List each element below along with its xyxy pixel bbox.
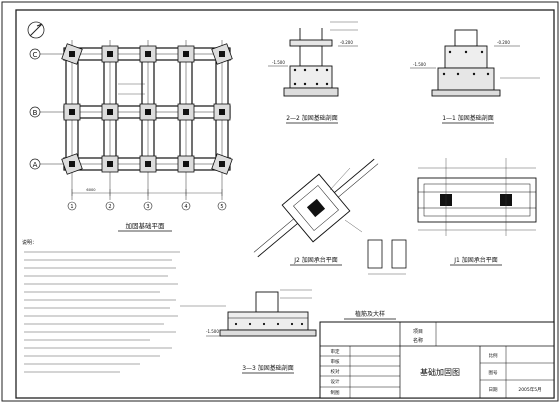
row-label-drawn: 制图 xyxy=(331,389,340,396)
axis-row-b-label: B xyxy=(33,109,38,117)
section-2-2-elev: -1.500 xyxy=(272,60,285,65)
section-3-3: -1.500 3—3 加固基础剖面 xyxy=(180,289,317,374)
j1-plan-title: J1 加固承台平面 xyxy=(453,256,498,264)
section-1-1-elev-top: -0.200 xyxy=(497,40,510,45)
axis-col-4-label: 4 xyxy=(184,204,187,210)
row-label-designed: 设计 xyxy=(331,378,340,385)
axis-row-b: B xyxy=(29,106,41,118)
plan-column-bubbles xyxy=(67,201,227,211)
project-label: 项目 xyxy=(413,329,423,335)
row-label-checked: 校对 xyxy=(331,368,340,375)
axis-col-5-label: 5 xyxy=(220,204,223,210)
general-notes: 说明： xyxy=(22,239,180,373)
drawing-name-label: 名称 xyxy=(413,337,423,344)
section-2-2-elev-top: -0.200 xyxy=(340,40,353,45)
date-value: 2005年5月 xyxy=(518,386,541,393)
north-arrow-icon xyxy=(27,21,45,39)
axis-col-2-label: 2 xyxy=(108,204,111,210)
plan-col-spacing: 6000 xyxy=(86,188,96,192)
right-label-drawing-no: 图号 xyxy=(489,370,498,376)
anchor-detail: 植筋及大样 xyxy=(344,239,407,320)
section-3-3-elev: -1.500 xyxy=(206,329,219,334)
right-label-date: 日期 xyxy=(489,387,498,393)
axis-col-3-label: 3 xyxy=(146,204,149,210)
title-block: 项目 名称 审定 审核 校对 设计 制图 基础加固图 比例 图号 日期 2005… xyxy=(319,321,555,399)
axis-row-a-label: A xyxy=(33,161,38,169)
plan-dimension-line xyxy=(71,189,223,196)
foundation-plan-title: 加固基础平面 xyxy=(126,221,166,230)
notes-heading: 说明： xyxy=(22,239,37,246)
j2-plan: J2 加固承台平面 xyxy=(253,158,379,266)
section-1-1-title: 1—1 加固基础剖面 xyxy=(442,114,494,122)
section-2-2-title: 2—2 加固基础剖面 xyxy=(286,114,338,122)
axis-col-1-label: 1 xyxy=(70,204,73,210)
row-label-approved: 审定 xyxy=(331,348,340,355)
axis-row-c-label: C xyxy=(33,51,38,59)
anchor-detail-title: 植筋及大样 xyxy=(355,310,385,318)
sheet-inner-border xyxy=(15,9,555,399)
row-label-reviewed: 审核 xyxy=(331,358,340,365)
section-1-1: -1.500 -0.200 1—1 加固基础剖面 xyxy=(410,29,540,124)
j2-plan-title: J2 加固承台平面 xyxy=(293,256,338,264)
section-1-1-elev: -1.500 xyxy=(413,62,426,67)
j1-plan: J1 加固承台平面 xyxy=(417,158,537,266)
drawing-title: 基础加固图 xyxy=(420,367,460,377)
plan-columns xyxy=(69,51,225,167)
axis-row-c: C xyxy=(29,48,41,60)
section-3-3-title: 3—3 加固基础剖面 xyxy=(242,364,294,372)
foundation-plan: C B A xyxy=(27,21,233,232)
right-label-scale: 比例 xyxy=(489,352,498,359)
axis-row-a: A xyxy=(29,158,41,170)
section-2-2: -1.500 -0.200 2—2 加固基础剖面 xyxy=(268,21,358,124)
